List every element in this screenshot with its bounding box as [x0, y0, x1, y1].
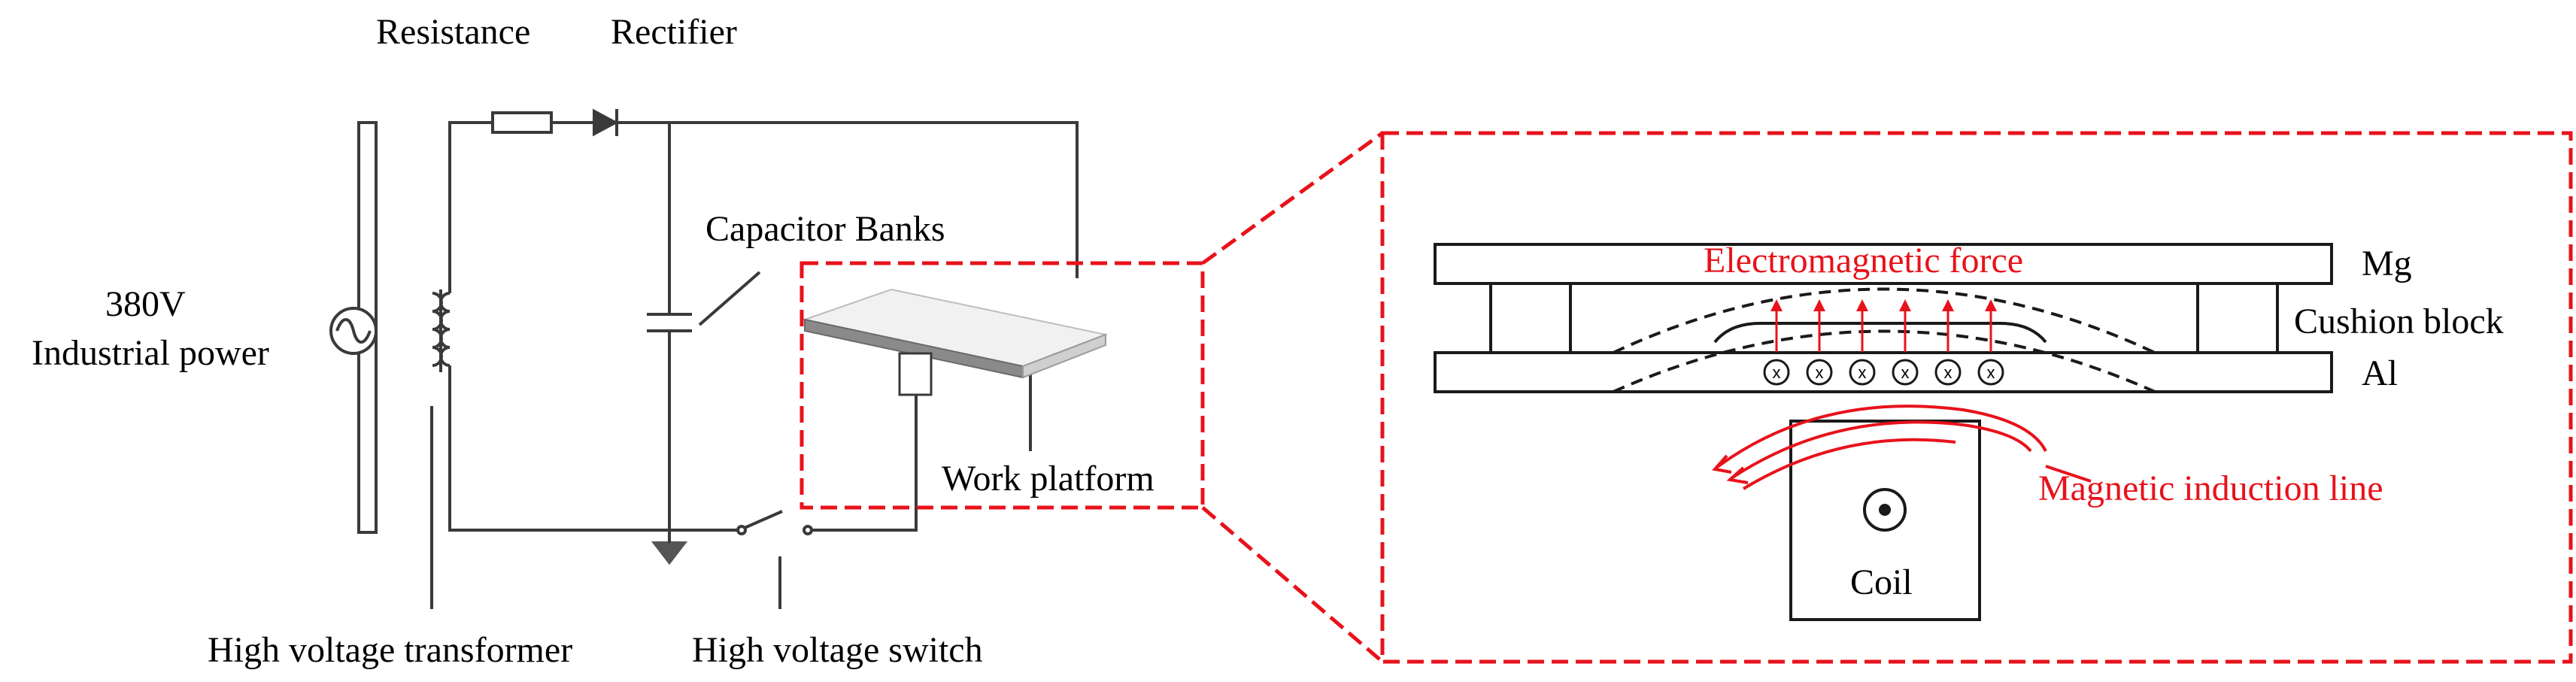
zoom-connector: [1201, 131, 1384, 663]
force-arrows: [1770, 299, 1997, 352]
induction-arc-1: [1715, 405, 2047, 469]
induction-label: Magnetic induction line: [2038, 468, 2383, 508]
induction-lines: [1712, 405, 2092, 490]
switch-label: High voltage switch: [692, 630, 983, 670]
current-in-mark: x: [1816, 363, 1824, 382]
transformer-label: High voltage transformer: [208, 630, 572, 670]
highlight-box-detail: [1380, 131, 2573, 664]
circuit-diagram: [329, 108, 1079, 609]
force-arrow-head: [1985, 299, 1997, 311]
current-in-icon: [1977, 359, 2004, 386]
platform-label: Work platform: [942, 459, 1154, 499]
wire-switch-platform: [812, 395, 918, 532]
induction-arrow-1: [1712, 454, 1732, 474]
current-in-icon: [1849, 359, 1876, 386]
capacitor-pointer: [698, 271, 761, 326]
rectifier-label: Rectifier: [611, 12, 737, 52]
current-in-icon: [1934, 359, 1962, 386]
field-arc-lower: [1613, 329, 2156, 393]
induction-pointer: [2045, 465, 2092, 483]
force-arrow-head: [1899, 299, 1911, 311]
force-arrow-head: [1770, 299, 1783, 311]
wire-top: [617, 121, 1079, 278]
force-label: Electromagnetic force: [1704, 241, 2023, 280]
power-voltage-label: 380V: [105, 284, 186, 324]
wire-top-left: [448, 121, 493, 293]
al-bulge: [1713, 322, 2047, 344]
induction-arc-3: [1742, 438, 1956, 490]
field-arc-upper: [1613, 287, 2156, 354]
resistance-label: Resistance: [376, 12, 530, 52]
cushion-block-label: Cushion block: [2294, 302, 2504, 341]
sine-wave-icon: [335, 318, 372, 344]
work-platform: [802, 288, 1109, 396]
induction-arc-2: [1730, 420, 2032, 480]
current-in-mark: x: [1901, 363, 1910, 382]
resistor-icon: [491, 111, 553, 134]
zoom-line-top: [1201, 131, 1384, 265]
current-in-icon: [1892, 359, 1919, 386]
coil-current-dot: [1879, 504, 1891, 516]
switch-contact-left: [736, 525, 747, 535]
platform-coil-box: [898, 352, 933, 396]
current-in-mark: x: [1858, 363, 1867, 382]
current-in-mark: x: [1944, 363, 1952, 382]
mg-label: Mg: [2362, 244, 2412, 283]
power-source-label: Industrial power: [32, 333, 269, 373]
ground-icon: [651, 541, 688, 565]
current-in-icon: [1763, 359, 1790, 386]
force-arrow-head: [1856, 299, 1868, 311]
force-arrow-head: [1942, 299, 1954, 311]
cushion-block-left: [1489, 282, 1572, 354]
al-label: Al: [2362, 353, 2398, 393]
cushion-block-right: [2196, 282, 2279, 354]
switch-contact-right: [803, 525, 813, 535]
wire-bottom: [448, 365, 739, 532]
al-plate: [1434, 351, 2333, 393]
transformer-secondary-coil: [439, 292, 451, 367]
platform-side-face: [1022, 333, 1106, 379]
current-in-mark: x: [1773, 363, 1781, 382]
rectifier-diode-icon: [593, 108, 619, 137]
current-in-mark: x: [1987, 363, 1995, 382]
switch-blade: [744, 510, 783, 529]
coil-label: Coil: [1850, 562, 1913, 602]
current-in-icon: [1806, 359, 1833, 386]
zoom-line-bottom: [1201, 506, 1384, 663]
mg-plate: [1434, 243, 2333, 285]
capacitor-label: Capacitor Banks: [705, 209, 945, 249]
highlight-box-small: [800, 261, 1205, 510]
detail-diagram: [1434, 243, 2333, 621]
induction-arrow-2: [1726, 466, 1749, 484]
force-arrow-head: [1813, 299, 1825, 311]
